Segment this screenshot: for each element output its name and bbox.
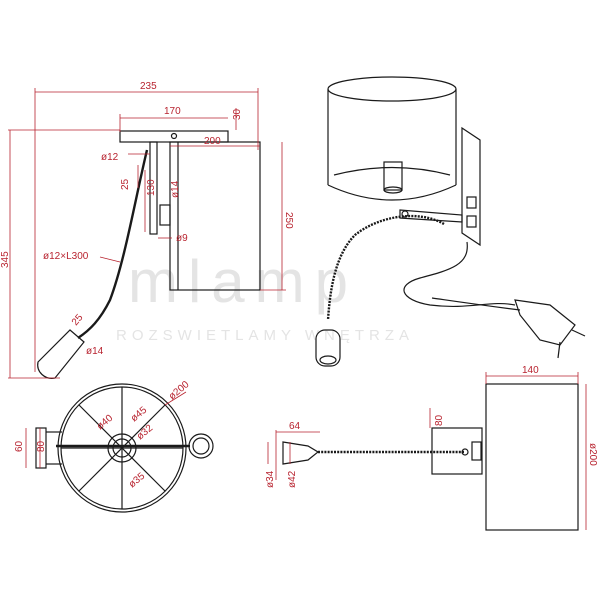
lamp-socket (383, 161, 403, 191)
top-ring-inner (112, 438, 132, 458)
front-switch (471, 441, 482, 461)
front-view: 64 80 ø34 ø42 (265, 408, 483, 488)
top-shade-circle (57, 383, 187, 513)
shade-bottom-inner (333, 166, 451, 176)
dim-o32: ø32 (135, 423, 156, 443)
reading-head (37, 329, 85, 379)
gooseneck (326, 214, 445, 321)
watermark-brand: mlamp (128, 248, 358, 315)
socket-base (383, 186, 403, 194)
shade-front (485, 383, 579, 531)
plug-pin-1 (557, 341, 561, 359)
dim-shade-o200: ø200 (587, 443, 598, 466)
dim-64: 64 (289, 421, 301, 432)
dim-o12: ø12 (101, 152, 119, 163)
shade-view: 140 ø200 (485, 365, 598, 531)
leader-hose (99, 256, 121, 263)
dim-o9: ø9 (176, 233, 188, 244)
plate-screw (170, 132, 178, 140)
perspective-view (315, 76, 586, 367)
dim-o35: ø35 (127, 471, 148, 491)
watermark: mlamp ROZSWIETLAMY WNĘTRZA (116, 248, 414, 344)
switch-bottom (466, 215, 477, 228)
gooseneck-lens (319, 355, 337, 365)
dim-170: 170 (164, 106, 181, 117)
watermark-tagline: ROZSWIETLAMY WNĘTRZA (116, 327, 414, 344)
top-base (35, 427, 47, 469)
shade-side (169, 141, 261, 291)
switch-block (159, 204, 171, 226)
power-plug (514, 299, 576, 346)
dim-130: 130 (146, 179, 157, 196)
power-cable-2 (431, 297, 521, 311)
dim-o34: ø34 (265, 470, 276, 488)
power-cable (403, 241, 516, 308)
dim-25b: 25 (70, 312, 86, 328)
dim-25a: 25 (120, 178, 131, 190)
top-view: 60 80 ø200 ø40 ø45 ø32 ø35 (14, 379, 214, 513)
side-view: 235 170 200 30 345 250 ø12 25 130 ø14 ø9… (0, 81, 294, 379)
dim-o40: ø40 (95, 413, 116, 433)
shade-bottom-front (327, 184, 457, 201)
dim-60: 60 (14, 440, 25, 452)
plug-pin-2 (571, 329, 586, 337)
dim-o42: ø42 (287, 470, 298, 488)
front-head (282, 441, 320, 465)
leader-o200 (164, 391, 187, 406)
front-knob (461, 448, 469, 456)
dim-o14-head: ø14 (86, 346, 104, 357)
top-ring-outer (107, 433, 137, 463)
dim-front-80: 80 (434, 414, 445, 426)
dim-250: 250 (283, 212, 294, 229)
mounting-arm (149, 141, 158, 235)
dim-o45: ø45 (129, 405, 150, 425)
flexible-hose (77, 149, 149, 339)
shade-top-rim (327, 76, 457, 102)
top-head-ring (188, 433, 214, 459)
top-spoke-d2 (78, 404, 166, 492)
switch-top (466, 196, 477, 209)
dim-o14-arm: ø14 (170, 180, 181, 198)
dim-80: 80 (36, 440, 47, 452)
dim-hose: ø12×L300 (43, 251, 89, 262)
perspective-arm (399, 209, 463, 223)
dim-200: 200 (204, 136, 221, 147)
dim-235: 235 (140, 81, 157, 92)
dim-140: 140 (522, 365, 539, 376)
dim-345: 345 (0, 251, 11, 268)
back-plate (461, 126, 481, 247)
top-head-inner (192, 437, 210, 455)
gooseneck-head (315, 329, 341, 367)
dim-30: 30 (232, 108, 243, 120)
dim-top-o200: ø200 (167, 379, 192, 402)
